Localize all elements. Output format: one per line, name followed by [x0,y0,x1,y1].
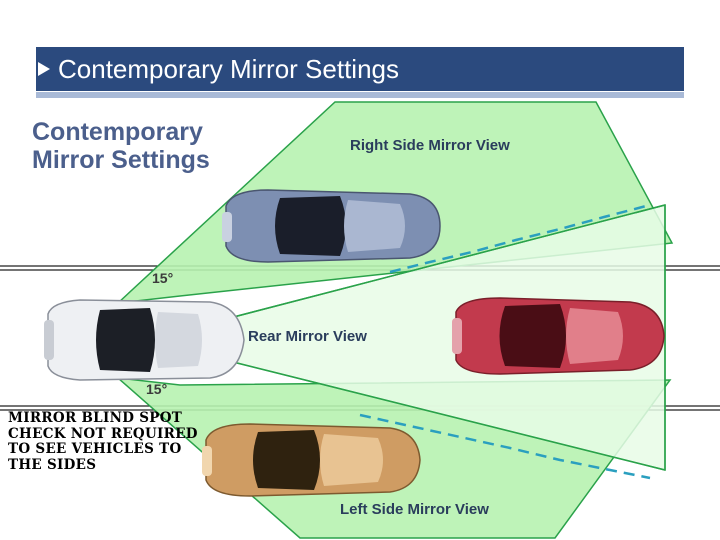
left-side-mirror-label: Left Side Mirror View [340,501,489,518]
left-lane-car [202,423,421,497]
diagram-title: Contemporary Mirror Settings [32,118,210,174]
bottom-angle-label: 15° [146,381,168,397]
rear-car [452,297,665,375]
right-lane-car [222,189,441,263]
rear-mirror-label: Rear Mirror View [248,328,367,345]
header-underline [36,92,684,98]
rear-view-dashed-bottom [359,413,651,480]
blind-spot-note: MIRROR BLIND SPOT CHECK NOT REQUIRED TO … [8,410,198,473]
rear-view-dashed-top [389,203,651,274]
top-angle-label: 15° [152,270,174,286]
slide-title: Contemporary Mirror Settings [58,54,399,84]
driver-car [44,299,245,381]
header-bar [36,47,684,91]
bullet-arrow-icon [38,62,50,76]
right-side-mirror-label: Right Side Mirror View [350,137,510,154]
